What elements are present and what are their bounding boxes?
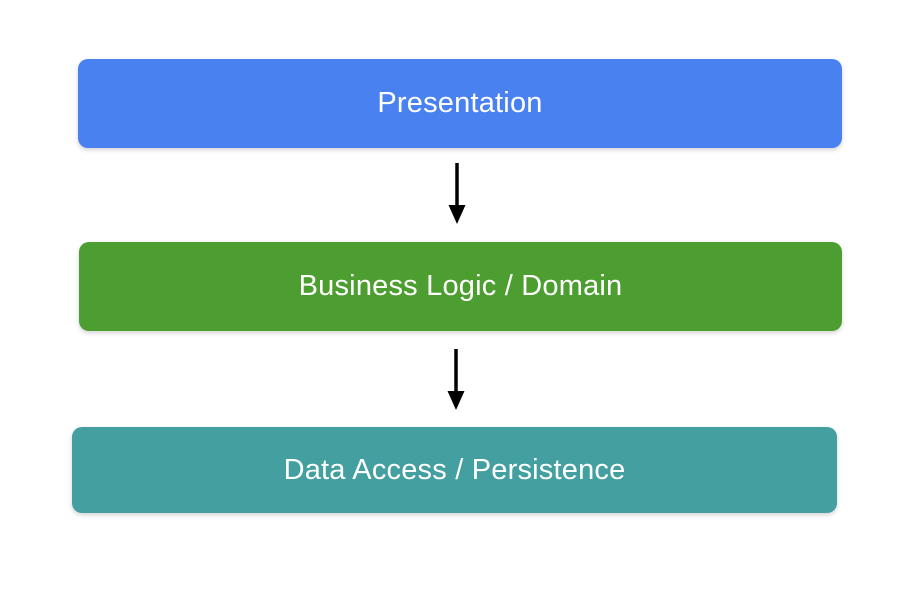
down-arrow-icon <box>446 163 468 225</box>
down-arrow-icon <box>445 349 467 411</box>
layer-box-presentation: Presentation <box>78 59 842 148</box>
layer-label-business-logic: Business Logic / Domain <box>298 270 623 302</box>
layer-label-data-access: Data Access / Persistence <box>283 453 626 486</box>
layer-label-presentation: Presentation <box>377 87 543 119</box>
layer-box-business-logic: Business Logic / Domain <box>79 242 842 331</box>
layer-box-data-access: Data Access / Persistence <box>72 427 837 513</box>
